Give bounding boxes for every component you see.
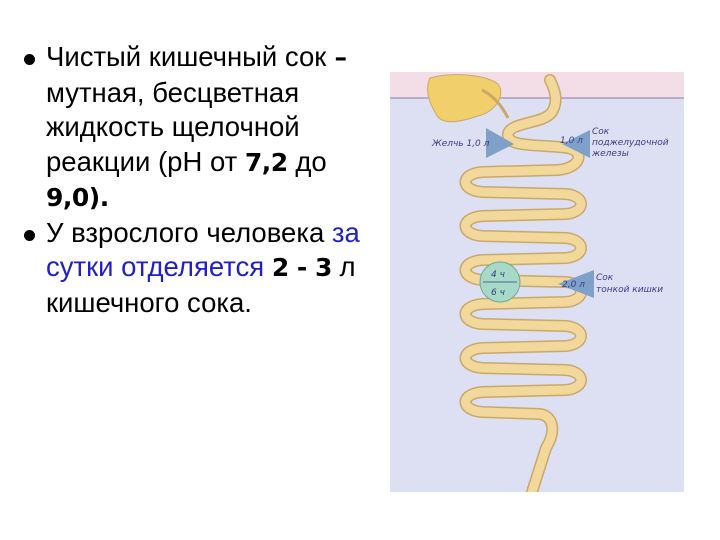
- bullet-dot: [24, 229, 35, 241]
- digestive-juice-diagram: Желчь 1,0 л 1,0 л Сок поджелудочной желе…: [390, 72, 684, 492]
- ph-min-value: 7,2: [244, 147, 288, 177]
- bullet-1-dash: –: [326, 43, 348, 72]
- intestine-label-2: тонкой кишки: [596, 285, 663, 295]
- small-intestine: [459, 74, 587, 492]
- intestine-amount: 2,0 л: [562, 280, 585, 290]
- bile-arrow: [486, 128, 514, 158]
- text-block: Чистый кишечный сок – мутная, бесцветная…: [22, 40, 362, 320]
- bullet-1-part-2: мутная, бесцветная жидкость щелочной реа…: [46, 76, 300, 177]
- ph-max-value: 9,0: [46, 183, 89, 212]
- pancreas-label-2: поджелудочной: [592, 138, 669, 148]
- bullet-2-part-2: л кишечного сока.: [46, 251, 356, 318]
- pancreas-label-3: железы: [591, 149, 629, 159]
- bullet-2-highlight: за сутки отделяется: [46, 216, 360, 283]
- bile-label: Желчь 1,0 л: [431, 139, 490, 149]
- daily-volume-value: 2 - 3: [271, 253, 333, 282]
- bile-duct: [481, 88, 510, 119]
- pancreas-amount: 1,0 л: [560, 136, 583, 146]
- pancreas-label-1: Сок: [592, 127, 610, 137]
- time-bottom: 6 ч: [491, 288, 505, 298]
- bullet-item-2: У взрослого человека за сутки отделяется…: [22, 216, 362, 321]
- bullet-item-1: Чистый кишечный сок – мутная, бесцветная…: [22, 40, 362, 216]
- bullet-dot: [24, 54, 35, 65]
- intestine-arrow: [558, 270, 594, 298]
- pancreas-arrow: [562, 130, 590, 158]
- bullet-1-part-1: Чистый кишечный сок: [46, 41, 327, 72]
- time-top: 4 ч: [491, 270, 505, 280]
- bullet-2-part-1: У взрослого человека: [46, 216, 332, 248]
- liver-shape: [427, 74, 502, 123]
- bullet-1-part-4: ).: [88, 183, 109, 212]
- intestine-label-1: Сок: [596, 273, 614, 283]
- bullet-1-part-3: до: [287, 145, 327, 177]
